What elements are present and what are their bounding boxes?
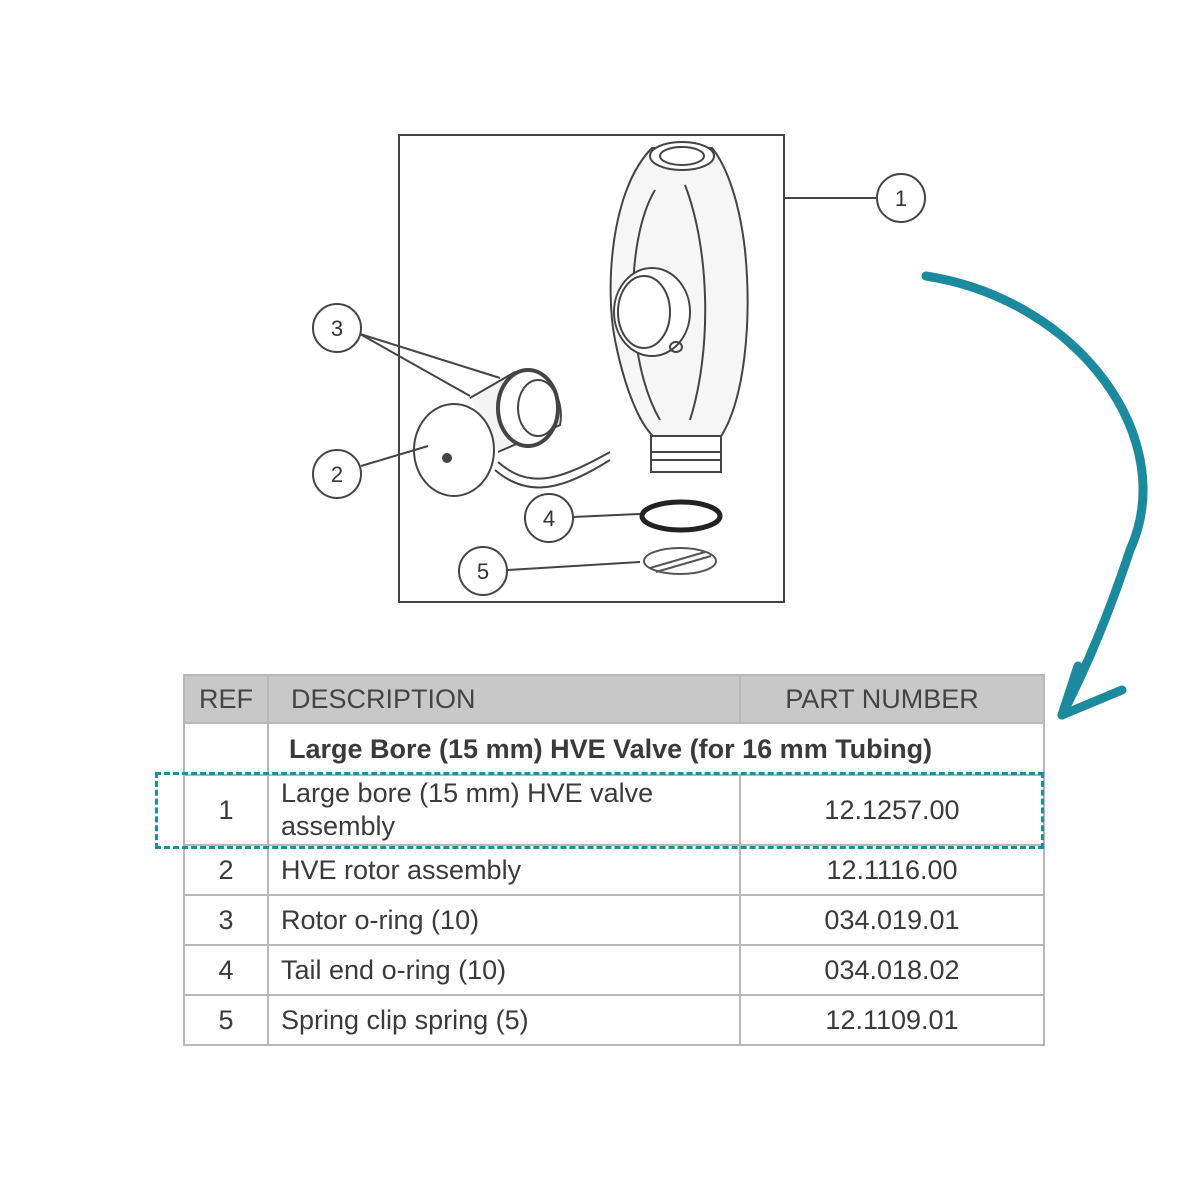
callout-1-label: 1 [895, 186, 907, 211]
callout-2-label: 2 [331, 462, 343, 487]
row-description-line2: assembly [281, 811, 396, 841]
callout-1: 1 [876, 173, 926, 223]
callout-3: 3 [312, 303, 362, 353]
callout-4: 4 [524, 493, 574, 543]
diagram-frame [398, 134, 785, 603]
tail-end-o-ring-illustration [639, 499, 723, 533]
table-row: 2 HVE rotor assembly 12.1116.00 [183, 844, 1045, 896]
callout-2: 2 [312, 449, 362, 499]
callout-5: 5 [458, 546, 508, 596]
row-ref: 4 [183, 944, 269, 996]
header-part-number: PART NUMBER [739, 674, 1045, 724]
curved-arrow [921, 271, 1148, 720]
row-ref: 2 [183, 844, 269, 896]
callout-4-label: 4 [543, 506, 555, 531]
highlight-dashed-box [155, 772, 1044, 849]
row-ref: 3 [183, 894, 269, 946]
group-title-row: Large Bore (15 mm) HVE Valve (for 16 mm … [183, 722, 1045, 776]
row-part-number: 034.019.01 [739, 894, 1045, 946]
rotor-assembly-illustration [413, 368, 611, 497]
row-part-number: 034.018.02 [739, 944, 1045, 996]
table-row: 4 Tail end o-ring (10) 034.018.02 [183, 944, 1045, 996]
spring-clip-illustration [643, 547, 717, 575]
leader-lines [359, 197, 876, 571]
parts-table: REF DESCRIPTION PART NUMBER Large Bore (… [183, 674, 1045, 1046]
table-row: 5 Spring clip spring (5) 12.1109.01 [183, 994, 1045, 1046]
row-part-number: 12.1109.01 [739, 994, 1045, 1046]
row-description: Tail end o-ring (10) [267, 944, 741, 996]
group-title: Large Bore (15 mm) HVE Valve (for 16 mm … [267, 722, 1045, 776]
table-header-row: REF DESCRIPTION PART NUMBER [183, 674, 1045, 724]
table-row: 3 Rotor o-ring (10) 034.019.01 [183, 894, 1045, 946]
row-ref: 5 [183, 994, 269, 1046]
valve-body-illustration [609, 141, 749, 473]
header-description: DESCRIPTION [267, 674, 741, 724]
row-part-number: 12.1257.00 [739, 774, 1045, 846]
row-description: Spring clip spring (5) [267, 994, 741, 1046]
row-part-number: 12.1116.00 [739, 844, 1045, 896]
callout-5-label: 5 [477, 559, 489, 584]
header-ref: REF [183, 674, 269, 724]
row-description: HVE rotor assembly [267, 844, 741, 896]
row-description-line1: Large bore (15 mm) HVE valve [281, 778, 654, 808]
row-description: Rotor o-ring (10) [267, 894, 741, 946]
callout-3-label: 3 [331, 316, 343, 341]
group-ref-cell [183, 722, 269, 776]
row-ref: 1 [183, 774, 269, 846]
